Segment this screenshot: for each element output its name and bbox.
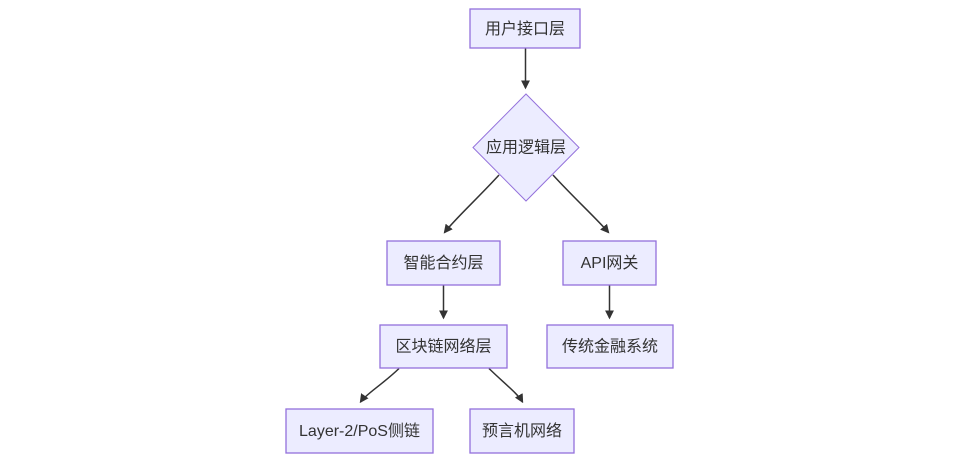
blockchain-network-layer-box	[379, 324, 508, 369]
layer2-pos-sidechain-box	[285, 408, 434, 454]
user-interface-layer-label: 用户接口层	[485, 20, 565, 38]
node-user-interface-layer: 用户接口层	[469, 8, 581, 49]
node-smart-contract-layer: 智能合约层	[386, 240, 501, 286]
application-logic-layer-diamond	[472, 93, 580, 202]
smart-contract-layer-box	[386, 240, 501, 286]
api-gateway-label: API网关	[581, 254, 639, 272]
edge-blockchain-network-to-oracle-network	[488, 367, 524, 404]
node-application-logic-layer: 应用逻辑层	[472, 93, 580, 202]
blockchain-network-layer-label: 区块链网络层	[395, 337, 491, 356]
node-traditional-financial-system: 传统金融系统	[546, 324, 674, 369]
traditional-financial-system-label: 传统金融系统	[562, 338, 658, 356]
user-interface-layer-box	[469, 8, 581, 49]
api-gateway-box	[562, 240, 657, 286]
application-logic-layer-label: 应用逻辑层	[486, 138, 566, 157]
node-oracle-network: 预言机网络	[469, 408, 575, 454]
layer2-pos-sidechain-label: Layer-2/PoS侧链	[299, 422, 420, 440]
oracle-network-label: 预言机网络	[482, 421, 562, 440]
smart-contract-layer-label: 智能合约层	[403, 254, 483, 272]
node-api-gateway: API网关	[562, 240, 657, 286]
traditional-financial-system-box	[546, 324, 674, 369]
node-blockchain-network-layer: 区块链网络层	[379, 324, 508, 369]
node-layer2-pos-sidechain: Layer-2/PoS侧链	[285, 408, 434, 454]
edge-blockchain-network-to-layer2-sidechain	[359, 367, 400, 404]
oracle-network-box	[469, 408, 575, 454]
edge-app-logic-to-smart-contract	[443, 174, 500, 234]
edge-app-logic-to-api-gateway	[552, 174, 610, 234]
